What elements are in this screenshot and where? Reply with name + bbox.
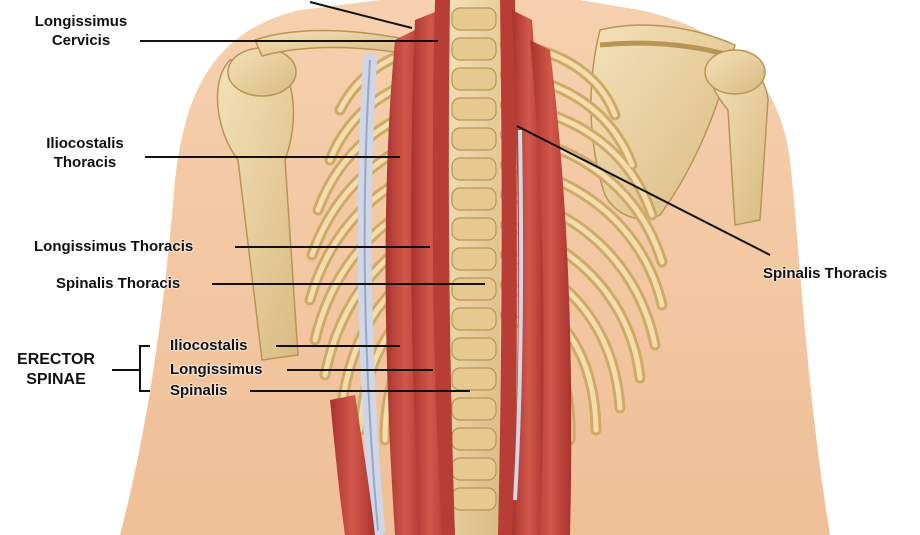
label-longissimus-cervicis: Longissimus Cervicis — [22, 12, 140, 50]
label-iliocostalis: Iliocostalis — [170, 336, 248, 355]
label-spinalis: Spinalis — [170, 381, 228, 400]
vertebral-column — [448, 0, 500, 535]
label-spinalis-thoracis-right: Spinalis Thoracis — [763, 264, 887, 283]
label-iliocostalis-thoracis: Iliocostalis Thoracis — [26, 134, 144, 172]
label-longissimus: Longissimus — [170, 360, 263, 379]
label-erector-spinae: ERECTOR SPINAE — [4, 350, 108, 390]
label-longissimus-thoracis: Longissimus Thoracis — [34, 237, 193, 256]
label-spinalis-thoracis-left: Spinalis Thoracis — [56, 274, 180, 293]
erector-bracket — [112, 346, 150, 391]
